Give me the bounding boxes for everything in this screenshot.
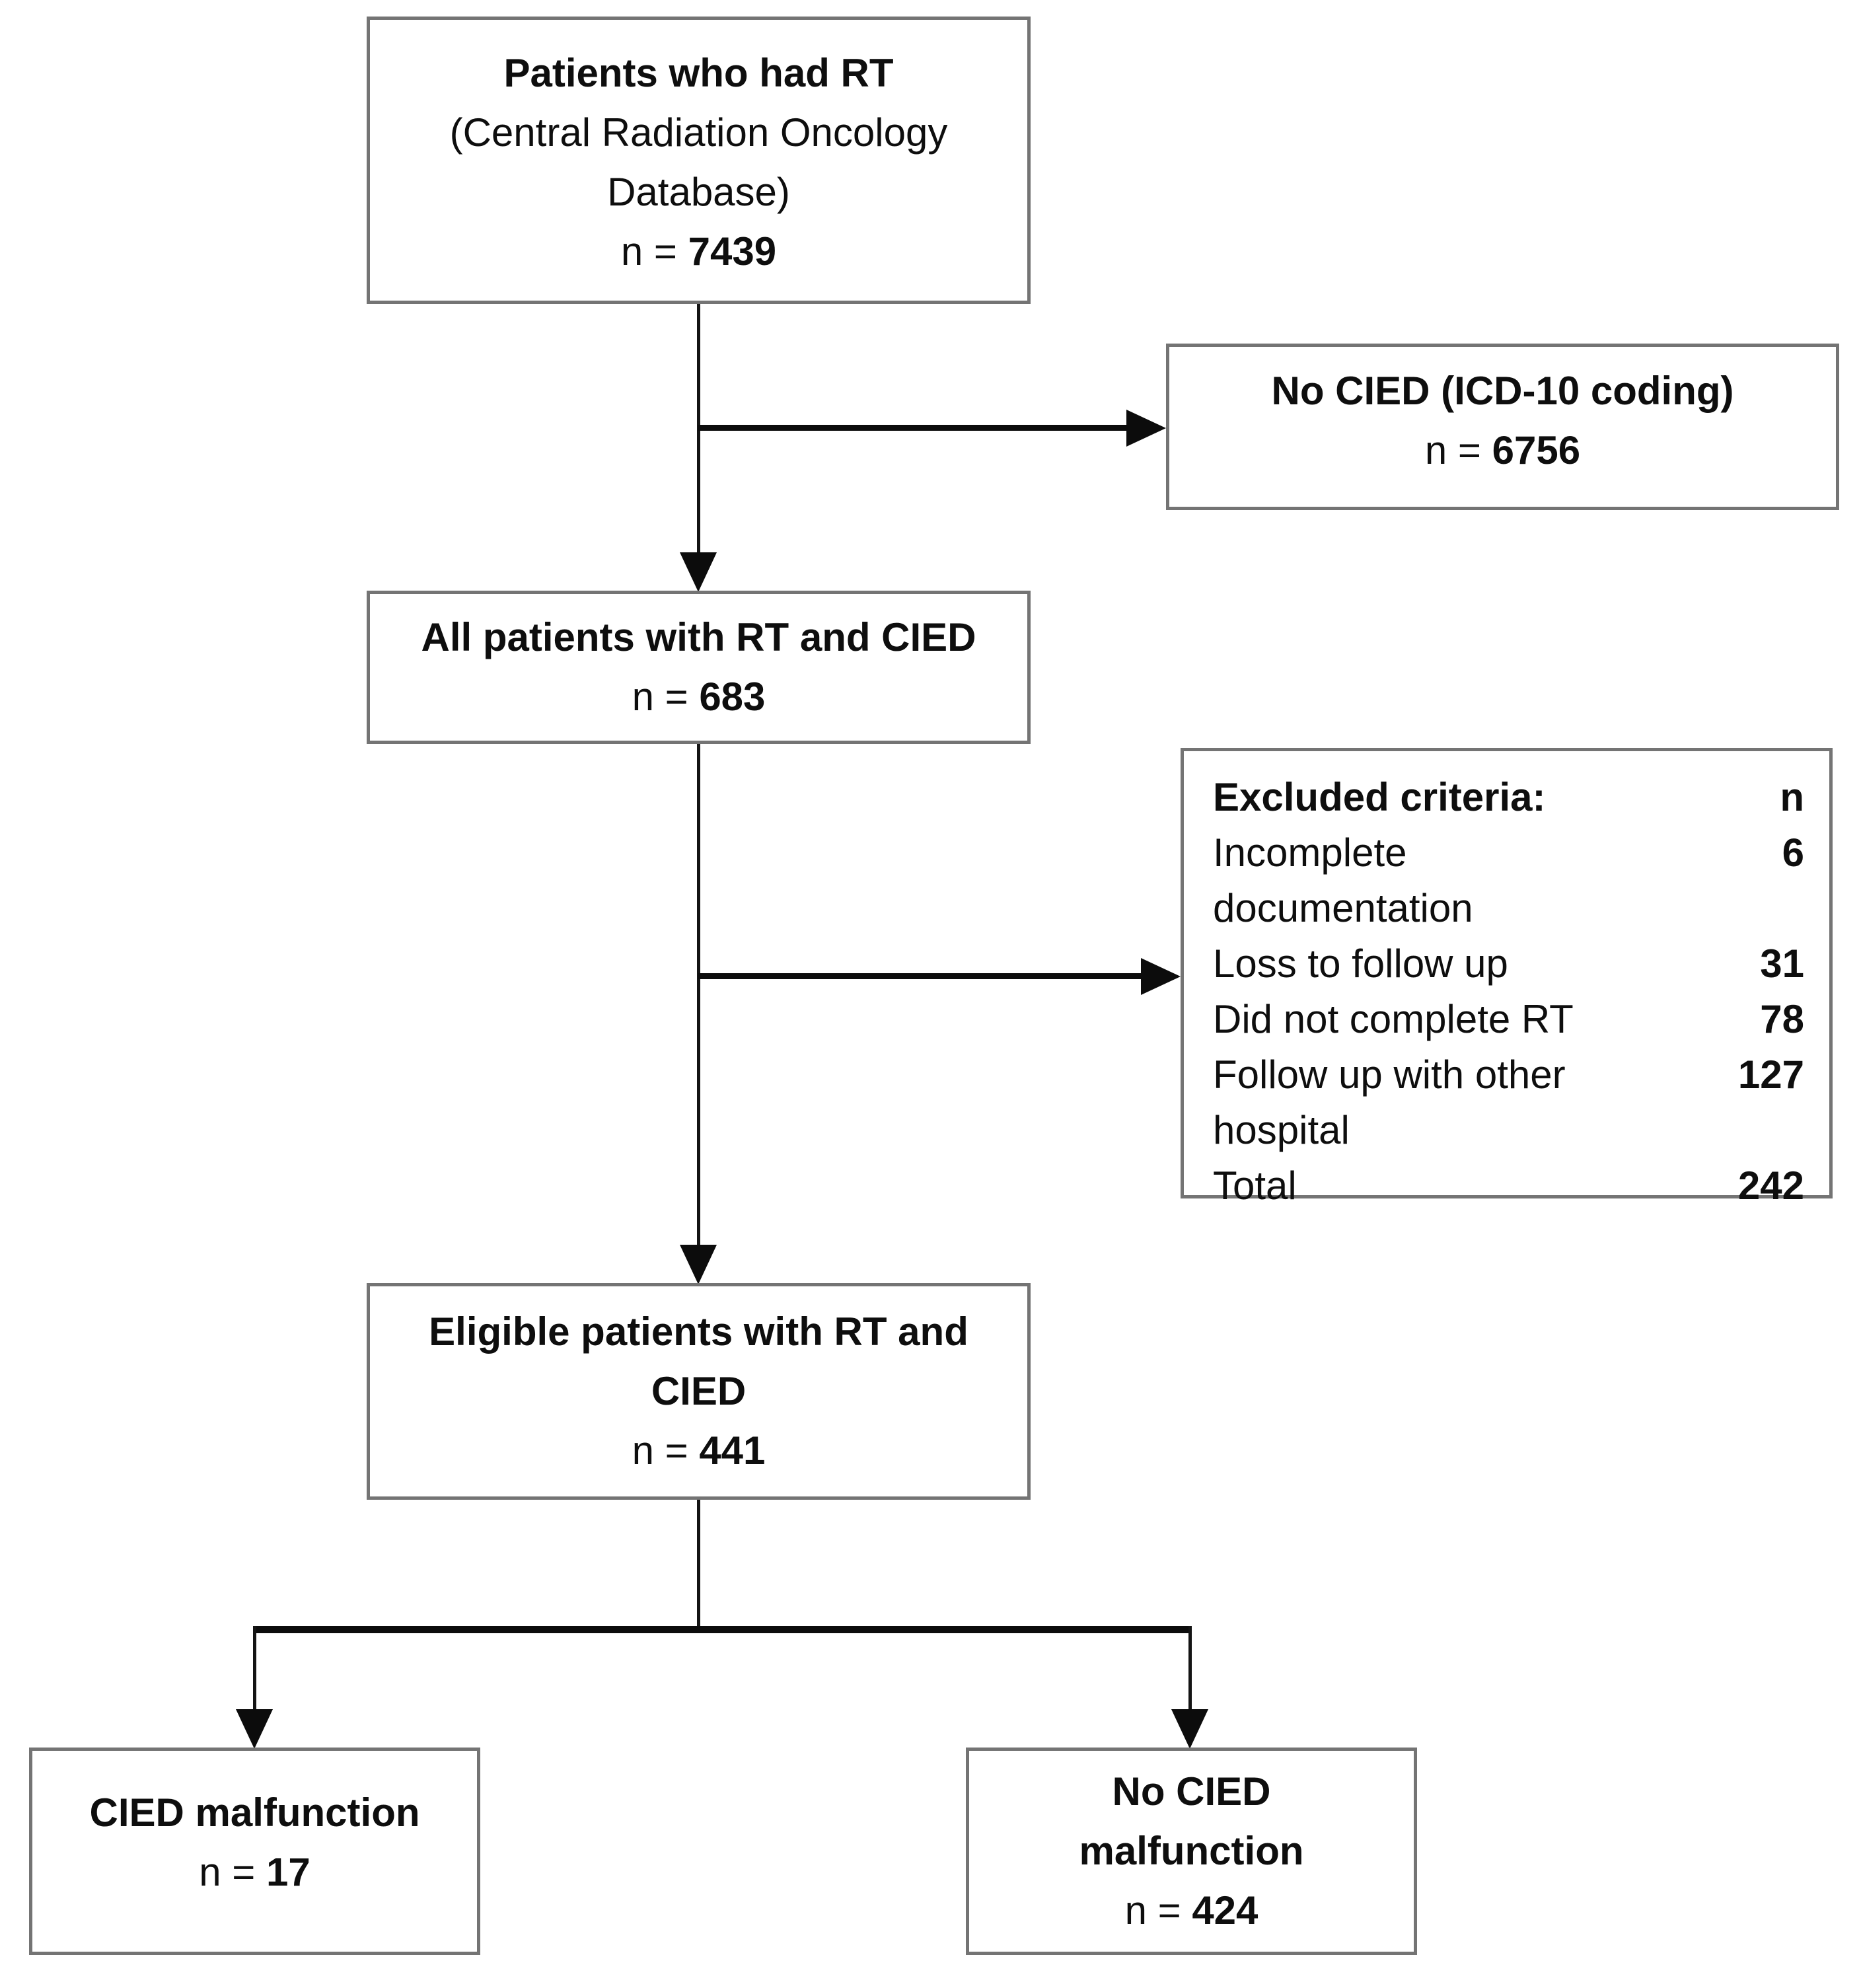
box-n-line: n = 683 xyxy=(370,667,1027,727)
arrowhead-into-rtcied-icon xyxy=(680,552,717,592)
box-title-line2: CIED xyxy=(651,1369,747,1413)
connector-branch-excluded xyxy=(698,973,1144,979)
excluded-row-value: 31 xyxy=(1760,941,1804,986)
n-prefix: n = xyxy=(632,1428,700,1473)
box-title: CIED malfunction xyxy=(89,1790,420,1835)
arrowhead-into-malfunction-icon xyxy=(236,1709,273,1749)
box-title: No CIED (ICD-10 coding) xyxy=(1271,369,1734,413)
n-prefix: n = xyxy=(199,1850,266,1894)
box-title: All patients with RT and CIED xyxy=(421,615,976,659)
excluded-header-col: n xyxy=(1780,775,1804,819)
excluded-row-value: 127 xyxy=(1737,1052,1804,1097)
excluded-row: Did not complete RT 78 xyxy=(1213,992,1804,1047)
connector-drop-left xyxy=(253,1626,256,1711)
n-value: 683 xyxy=(699,675,766,719)
flow-box-excluded-criteria: Excluded criteria: n Incomplete document… xyxy=(1181,748,1833,1208)
excluded-row-label: Incomplete documentation xyxy=(1213,830,1473,930)
arrowhead-into-excluded-icon xyxy=(1141,958,1181,995)
connector-rtcied-to-eligible xyxy=(697,744,700,1247)
n-prefix: n = xyxy=(1124,1888,1192,1933)
arrowhead-into-no-cied-icon xyxy=(1126,410,1166,447)
flow-box-no-cied: No CIED (ICD-10 coding) n = 6756 xyxy=(1166,344,1839,510)
box-n-line: n = 424 xyxy=(969,1881,1414,1940)
box-title: Patients who had RT xyxy=(503,51,894,95)
excluded-row: Total 242 xyxy=(1213,1158,1804,1214)
n-value: 7439 xyxy=(688,229,777,274)
n-prefix: n = xyxy=(632,675,700,719)
flow-box-cied-malfunction: CIED malfunction n = 17 xyxy=(29,1748,480,1955)
connector-branch-no-cied xyxy=(698,425,1129,431)
excluded-header-label: Excluded criteria: xyxy=(1213,775,1546,819)
arrowhead-into-no-malfunction-icon xyxy=(1171,1709,1208,1749)
box-subtitle-line: Database) xyxy=(607,170,790,214)
arrowhead-into-eligible-icon xyxy=(680,1245,717,1284)
excluded-row: Loss to follow up 31 xyxy=(1213,936,1804,992)
n-value: 17 xyxy=(266,1850,310,1894)
box-title-line2: malfunction xyxy=(1079,1829,1304,1873)
box-n-line: n = 6756 xyxy=(1169,421,1836,480)
n-prefix: n = xyxy=(1424,428,1492,472)
excluded-row-label: Follow up with other hospital xyxy=(1213,1052,1566,1152)
flow-box-eligible-patients: Eligible patients with RT and CIED n = 4… xyxy=(367,1283,1031,1500)
flow-box-rt-and-cied: All patients with RT and CIED n = 683 xyxy=(367,591,1031,744)
excluded-row: Incomplete documentation 6 xyxy=(1213,825,1804,936)
excluded-header-row: Excluded criteria: n xyxy=(1213,770,1804,825)
n-value: 441 xyxy=(699,1428,766,1473)
flow-box-no-cied-malfunction: No CIED malfunction n = 424 xyxy=(966,1748,1417,1955)
excluded-row-value: 242 xyxy=(1737,1163,1804,1208)
excluded-row: Follow up with other hospital 127 xyxy=(1213,1047,1804,1158)
connector-drop-right xyxy=(1188,1626,1192,1711)
box-n-line: n = 7439 xyxy=(370,222,1027,281)
n-value: 6756 xyxy=(1492,428,1581,472)
connector-eligible-to-split xyxy=(697,1500,700,1632)
n-prefix: n = xyxy=(620,229,688,274)
flow-box-patients-who-had-rt: Patients who had RT (Central Radiation O… xyxy=(367,17,1031,304)
excluded-row-value: 6 xyxy=(1782,830,1804,875)
connector-split-horizontal xyxy=(253,1626,1191,1633)
box-n-line: n = 17 xyxy=(32,1843,477,1902)
box-n-line: n = 441 xyxy=(370,1421,1027,1481)
box-title: Eligible patients with RT and xyxy=(429,1309,968,1354)
excluded-row-label: Did not complete RT xyxy=(1213,997,1574,1041)
box-title: No CIED xyxy=(1112,1769,1271,1814)
n-value: 424 xyxy=(1192,1888,1259,1933)
excluded-row-value: 78 xyxy=(1760,997,1804,1041)
excluded-row-label: Total xyxy=(1213,1163,1297,1208)
box-subtitle-line: (Central Radiation Oncology xyxy=(449,110,948,155)
excluded-row-label: Loss to follow up xyxy=(1213,941,1508,986)
